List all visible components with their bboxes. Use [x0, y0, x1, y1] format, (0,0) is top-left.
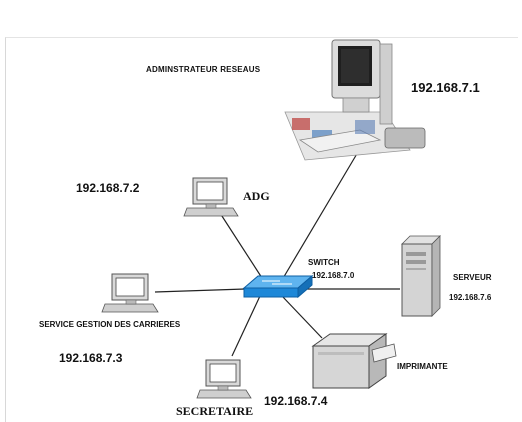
switch-icon — [242, 274, 314, 299]
adg-ip-label: 192.168.7.2 — [76, 181, 140, 195]
server-icon — [401, 235, 441, 317]
imprimante-label: IMPRIMANTE — [397, 362, 448, 371]
secretaire-label: SECRETAIRE — [176, 404, 254, 418]
links — [154, 151, 400, 357]
link-switch-service — [154, 288, 246, 293]
admin-workstation-icon — [284, 39, 426, 161]
adg-label: ADG — [243, 189, 270, 203]
link-switch-imprimante — [281, 295, 323, 339]
link-switch-admin — [281, 151, 359, 281]
secretaire-computer-icon — [196, 359, 252, 399]
adg-computer-icon — [183, 177, 239, 217]
service-label: SERVICE GESTION DES CARRIERES — [39, 320, 181, 329]
printer-icon — [311, 333, 397, 389]
serveur-ip-label: 192.168.7.6 — [449, 293, 492, 302]
service-ip-label: 192.168.7.3 — [59, 351, 123, 365]
admin-ip-label: 192.168.7.1 — [411, 80, 480, 95]
link-switch-adg — [219, 212, 263, 279]
imprimante-ip-label: 192.168.7.4 — [264, 394, 328, 408]
admin-label: ADMINSTRATEUR RESEAUS — [146, 65, 261, 74]
service-computer-icon — [101, 273, 159, 313]
switch-ip-label: 192.168.7.0 — [312, 271, 355, 280]
switch-label: SWITCH — [308, 258, 340, 267]
link-switch-secretaire — [231, 295, 261, 357]
serveur-label: SERVEUR — [453, 273, 492, 282]
diagram-panel — [5, 37, 518, 422]
